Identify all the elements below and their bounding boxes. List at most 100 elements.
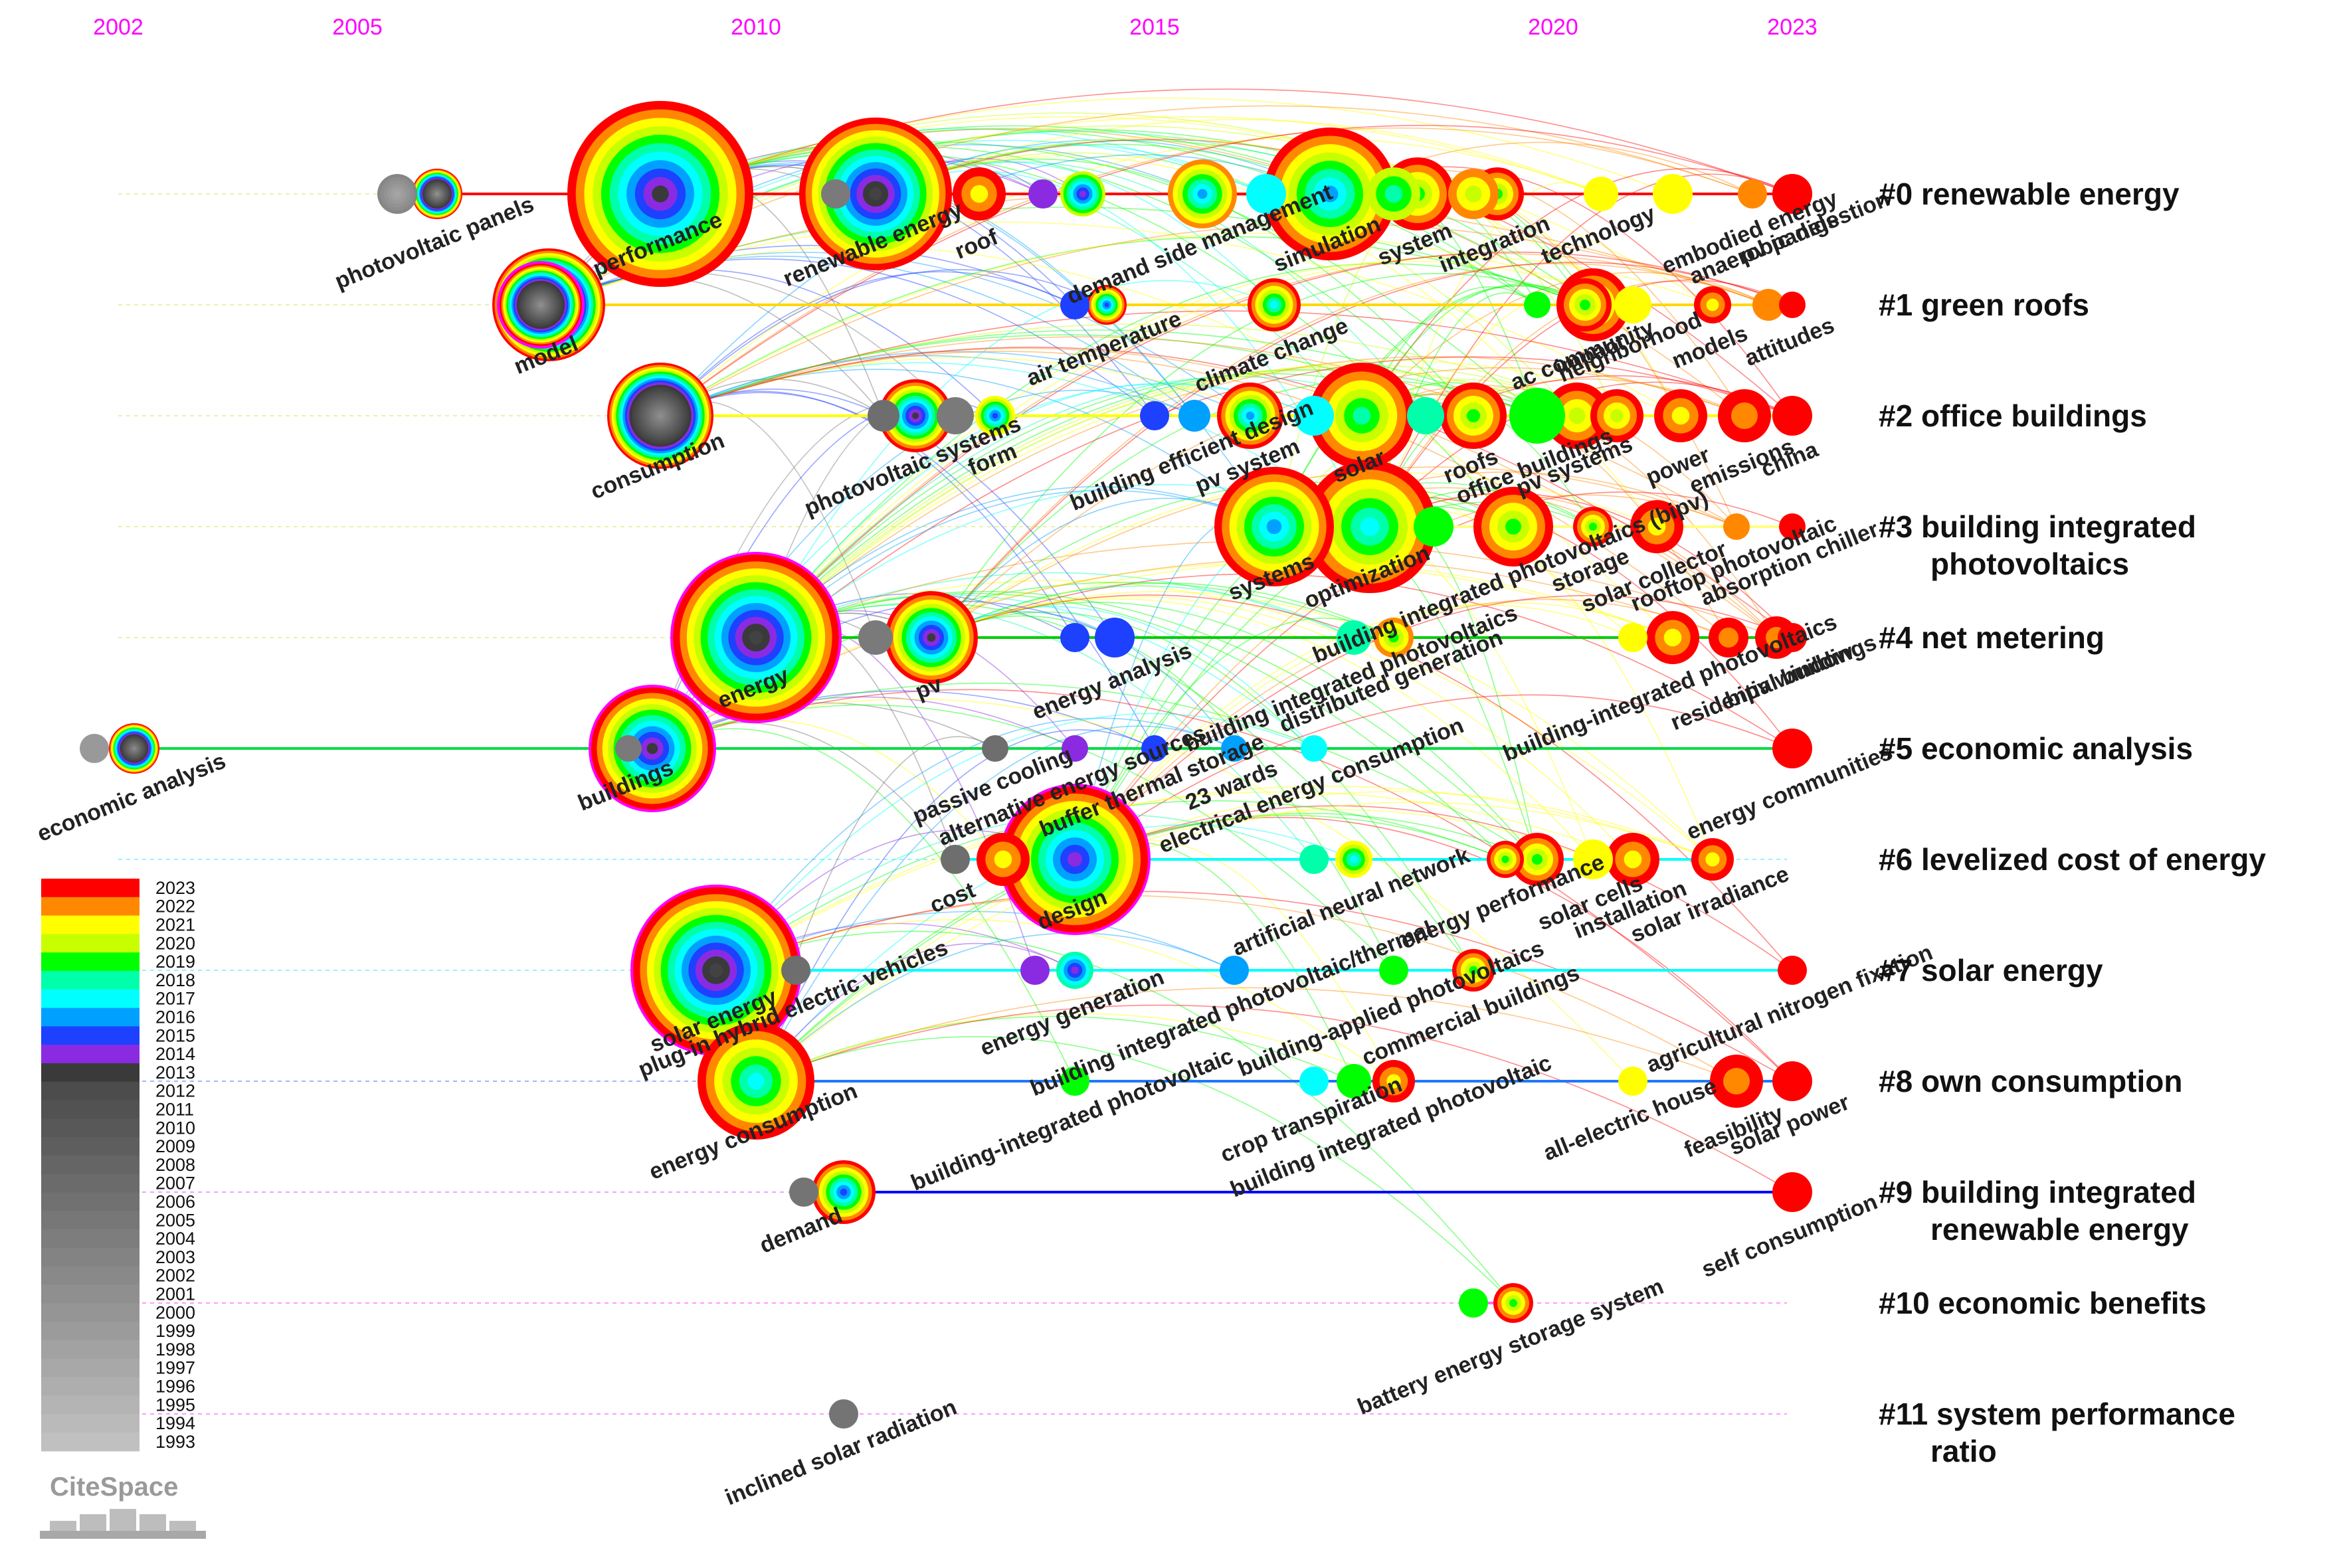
keyword-node[interactable] — [1221, 735, 1248, 762]
keyword-node[interactable] — [1752, 289, 1784, 321]
keyword-node[interactable] — [670, 552, 842, 723]
keyword-node[interactable] — [1246, 174, 1286, 214]
keyword-node[interactable] — [1220, 956, 1249, 985]
keyword-node[interactable] — [1335, 841, 1372, 878]
keyword-node[interactable] — [879, 379, 952, 452]
keyword-node[interactable] — [1654, 389, 1707, 442]
keyword-node[interactable] — [812, 1160, 876, 1224]
keyword-node[interactable] — [1372, 1060, 1415, 1102]
keyword-node[interactable] — [1168, 159, 1237, 228]
keyword-node[interactable] — [1309, 363, 1415, 469]
keyword-node[interactable] — [789, 1177, 818, 1207]
keyword-node[interactable] — [497, 261, 585, 349]
keyword-node[interactable] — [781, 956, 810, 985]
keyword-node[interactable] — [1337, 1064, 1371, 1098]
keyword-node[interactable] — [1487, 841, 1524, 878]
keyword-node[interactable] — [1095, 618, 1135, 657]
keyword-node[interactable] — [1778, 956, 1807, 985]
keyword-node[interactable] — [1558, 278, 1612, 331]
keyword-node[interactable] — [1618, 1067, 1647, 1096]
keyword-node[interactable] — [567, 101, 753, 287]
keyword-node[interactable] — [1056, 952, 1093, 989]
keyword-node[interactable] — [1524, 292, 1550, 318]
keyword-node[interactable] — [1614, 286, 1651, 323]
keyword-node[interactable] — [1509, 388, 1565, 444]
keyword-node[interactable] — [953, 167, 1006, 220]
keyword-node[interactable] — [1779, 292, 1806, 318]
keyword-node[interactable] — [1618, 623, 1647, 652]
keyword-node[interactable] — [1028, 179, 1058, 209]
keyword-node[interactable] — [1337, 620, 1371, 655]
keyword-node[interactable] — [1738, 179, 1767, 209]
keyword-node[interactable] — [1710, 1055, 1763, 1108]
keyword-node[interactable] — [868, 400, 899, 432]
keyword-node[interactable] — [1303, 460, 1436, 593]
keyword-node[interactable] — [1060, 290, 1089, 319]
keyword-node[interactable] — [1779, 513, 1806, 540]
keyword-node[interactable] — [630, 885, 802, 1056]
keyword-node[interactable] — [1217, 383, 1283, 449]
keyword-node[interactable] — [1772, 174, 1812, 214]
keyword-node[interactable] — [412, 169, 462, 219]
keyword-node[interactable] — [589, 685, 716, 812]
keyword-node[interactable] — [1723, 513, 1750, 540]
keyword-node[interactable] — [858, 620, 893, 655]
keyword-node[interactable] — [1544, 383, 1610, 449]
keyword-node[interactable] — [799, 118, 952, 270]
keyword-node[interactable] — [975, 396, 1015, 436]
keyword-node[interactable] — [821, 179, 850, 209]
keyword-node[interactable] — [1178, 400, 1210, 432]
keyword-node[interactable] — [1718, 389, 1771, 442]
keyword-node[interactable] — [941, 845, 970, 874]
keyword-node[interactable] — [377, 174, 417, 214]
keyword-node[interactable] — [1590, 389, 1643, 442]
keyword-node[interactable] — [999, 784, 1151, 935]
keyword-node[interactable] — [1407, 397, 1444, 434]
keyword-node[interactable] — [1367, 167, 1420, 220]
keyword-node[interactable] — [1584, 177, 1618, 211]
keyword-node[interactable] — [1459, 1288, 1488, 1318]
keyword-node[interactable] — [1248, 278, 1301, 331]
keyword-node[interactable] — [1374, 618, 1414, 657]
keyword-node[interactable] — [1379, 956, 1408, 985]
keyword-node[interactable] — [109, 723, 159, 774]
keyword-node[interactable] — [937, 397, 974, 434]
keyword-node[interactable] — [1630, 500, 1683, 553]
keyword-node[interactable] — [1709, 618, 1748, 657]
keyword-node[interactable] — [1301, 735, 1327, 762]
keyword-node[interactable] — [1140, 401, 1169, 430]
keyword-node[interactable] — [1414, 507, 1453, 547]
keyword-node[interactable] — [1473, 487, 1553, 566]
keyword-node[interactable] — [1087, 285, 1127, 325]
keyword-node[interactable] — [1772, 1172, 1812, 1212]
keyword-node[interactable] — [1691, 838, 1734, 881]
keyword-node[interactable] — [1493, 1283, 1533, 1323]
keyword-node[interactable] — [1020, 956, 1050, 985]
keyword-node[interactable] — [1778, 623, 1807, 652]
keyword-node[interactable] — [1448, 169, 1499, 219]
keyword-node[interactable] — [1141, 735, 1168, 762]
keyword-node[interactable] — [1299, 845, 1329, 874]
keyword-node[interactable] — [1646, 611, 1699, 664]
keyword-node[interactable] — [1060, 171, 1105, 217]
keyword-node[interactable] — [977, 833, 1030, 886]
keyword-node[interactable] — [1214, 467, 1334, 586]
keyword-node[interactable] — [1772, 1061, 1812, 1101]
keyword-node[interactable] — [1062, 735, 1088, 762]
keyword-node[interactable] — [1573, 839, 1613, 879]
keyword-node[interactable] — [829, 1399, 858, 1429]
keyword-node[interactable] — [885, 591, 978, 684]
keyword-node[interactable] — [1060, 623, 1089, 652]
keyword-node[interactable] — [1294, 396, 1334, 436]
keyword-node[interactable] — [1452, 949, 1495, 992]
keyword-node[interactable] — [1060, 1067, 1089, 1096]
keyword-node[interactable] — [1263, 128, 1396, 260]
keyword-node[interactable] — [1573, 507, 1613, 547]
keyword-node[interactable] — [698, 1023, 814, 1140]
keyword-node[interactable] — [607, 363, 713, 469]
keyword-node[interactable] — [1694, 286, 1731, 323]
keyword-node[interactable] — [1772, 729, 1812, 768]
keyword-node[interactable] — [1653, 174, 1693, 214]
keyword-node[interactable] — [982, 735, 1008, 762]
keyword-node[interactable] — [1606, 833, 1659, 886]
